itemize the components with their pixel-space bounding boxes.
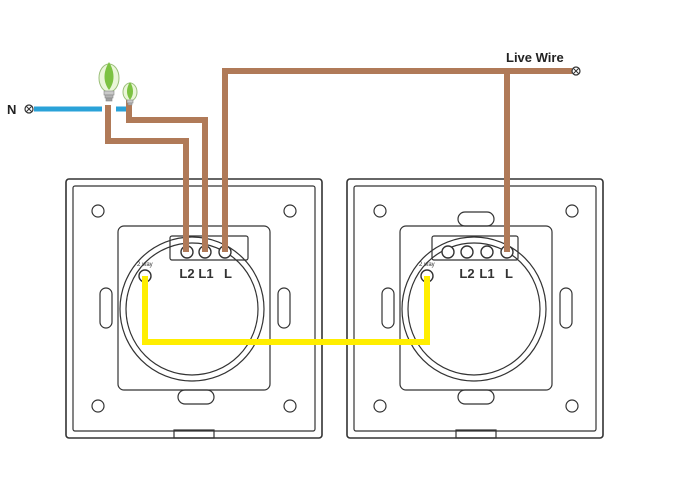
switch-right-mechanism-inner: [407, 242, 541, 376]
terminal-screw: [480, 245, 494, 259]
traveler-wire: [142, 276, 430, 345]
switch-right-terminal-block: [431, 235, 519, 261]
switch-right-outer-frame: [346, 178, 604, 439]
switch-left-module: [117, 225, 271, 391]
terminal-label-l: L: [505, 266, 513, 281]
lamp2-wire: [126, 100, 208, 252]
switch-right-mechanism-ring: [401, 236, 547, 382]
bulb-leaf: [127, 82, 133, 100]
switch-right-inner-frame: [353, 185, 597, 432]
screw-hole: [373, 399, 387, 413]
bottom-notch: [455, 429, 497, 439]
screw-hole: [373, 204, 387, 218]
switch-left-inner-frame: [72, 185, 316, 432]
bulb-base: [105, 97, 113, 102]
switch-right-module: [399, 225, 553, 391]
screw-hole: [565, 399, 579, 413]
two-way-label: 2 way: [137, 262, 153, 268]
screw-hole: [283, 399, 297, 413]
neutral-terminal-cross: [25, 105, 33, 113]
screw-hole: [91, 204, 105, 218]
switch-left-outer-frame: [65, 178, 323, 439]
live-wire-label: Live Wire: [506, 50, 564, 65]
live-wire: [105, 68, 572, 252]
live-terminal-cross: [572, 67, 580, 75]
lightbulb-icon: [122, 82, 138, 106]
terminal-label-l: L: [224, 266, 232, 281]
terminal-label-l2: L2: [459, 266, 474, 281]
terminal-screw: [460, 245, 474, 259]
bulb-leaf: [104, 62, 114, 90]
lightbulb-icon: [98, 62, 120, 102]
neutral-terminal-icon: [24, 104, 34, 114]
screw-hole: [565, 204, 579, 218]
switch-left-mechanism-inner: [125, 242, 259, 376]
mounting-slot: [99, 287, 113, 329]
switch-left: L2 L1 L 2 way: [65, 178, 323, 439]
neutral-label: N: [7, 102, 16, 117]
lamp1-wire: [105, 105, 189, 252]
switch-right: L2 L1 L 2 way: [346, 178, 604, 439]
bottom-notch: [173, 429, 215, 439]
bulb-base: [127, 102, 133, 106]
bulb-base: [104, 94, 114, 99]
screw-hole: [91, 399, 105, 413]
bulb-base: [103, 90, 115, 96]
live-wire-to-left-switch: [222, 68, 507, 252]
terminal-label-l2: L2: [179, 266, 194, 281]
live-terminal-icon: [571, 66, 581, 76]
screw-hole: [283, 204, 297, 218]
switch-left-terminal-block: [169, 235, 249, 261]
terminal-label-l1: L1: [198, 266, 213, 281]
terminal-screw: [441, 245, 455, 259]
mounting-slot: [277, 287, 291, 329]
mounting-slot: [559, 287, 573, 329]
bulb-base: [126, 99, 134, 104]
mounting-slot: [381, 287, 395, 329]
switch-left-mechanism-ring: [119, 236, 265, 382]
two-way-label: 2 way: [419, 262, 435, 268]
terminal-label-l1: L1: [479, 266, 494, 281]
